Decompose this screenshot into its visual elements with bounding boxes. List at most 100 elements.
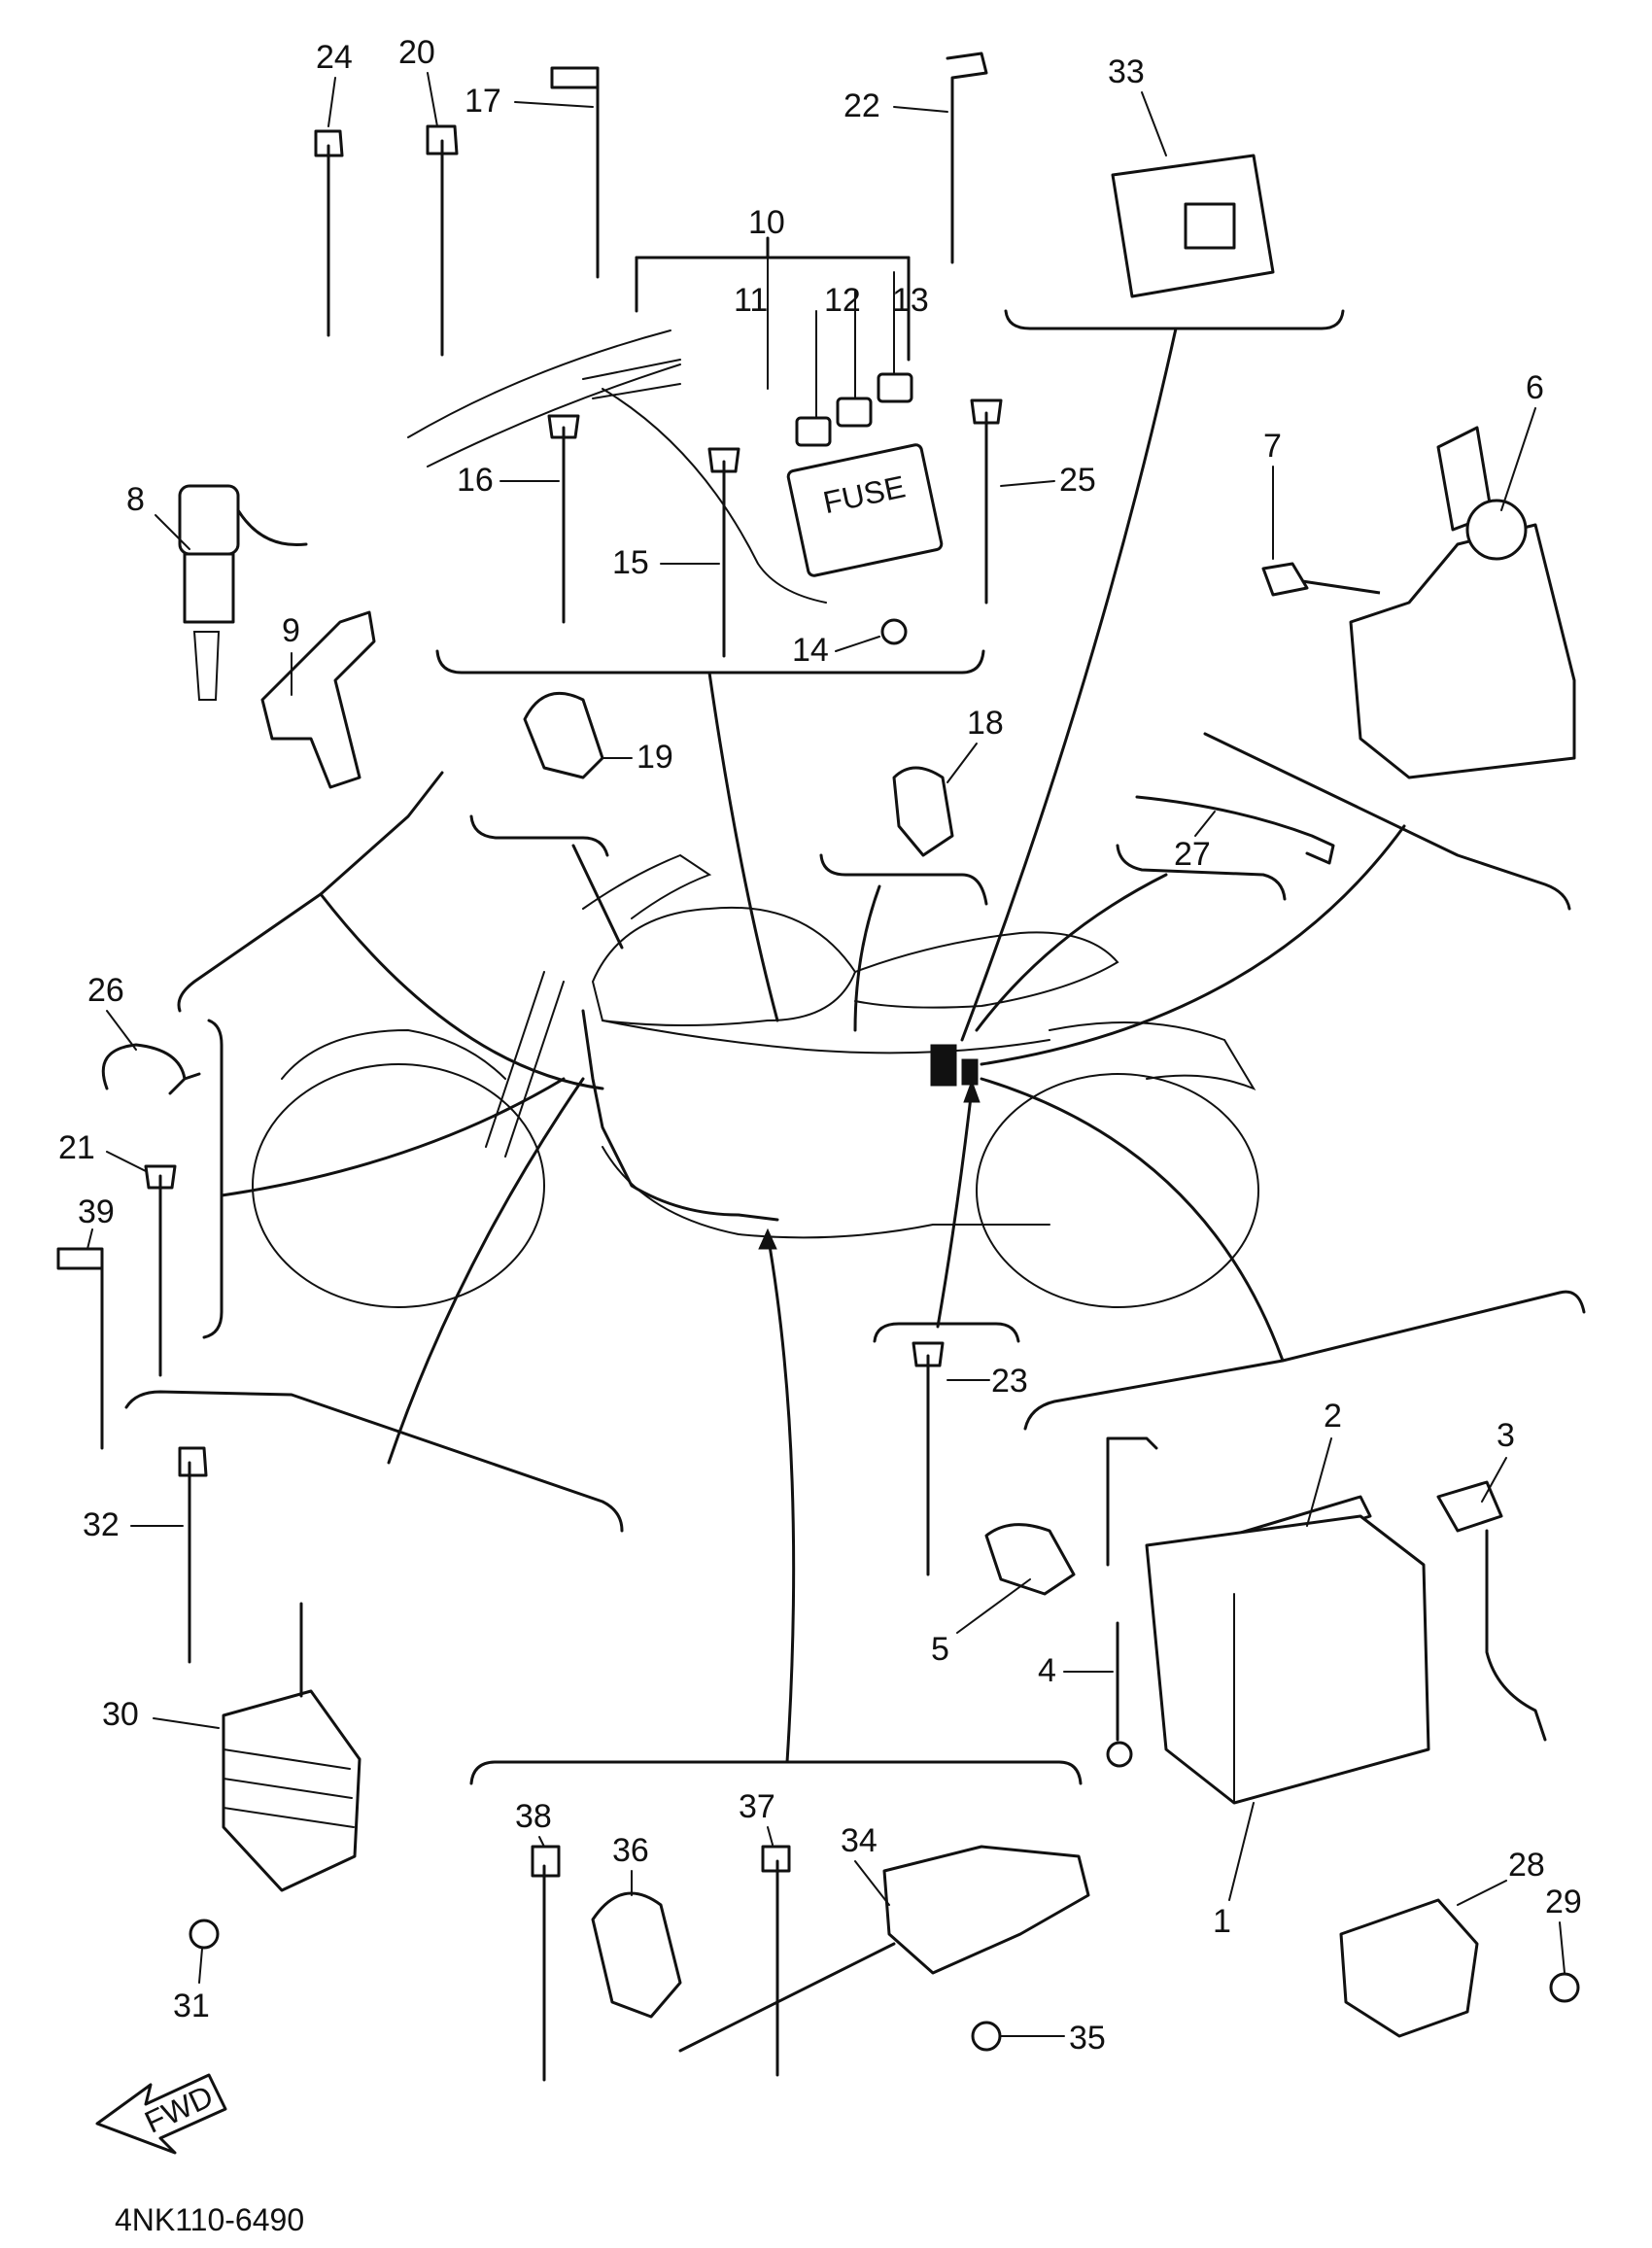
callout-26: 26 — [87, 972, 124, 1009]
cable-tie-24 — [314, 129, 344, 337]
callout-38: 38 — [515, 1798, 552, 1835]
cable-tie-15 — [707, 447, 740, 658]
wire-harness-main — [581, 1009, 779, 1222]
sensor-34 — [882, 1845, 1090, 1975]
callout-30: 30 — [102, 1696, 139, 1733]
callout-23: 23 — [991, 1363, 1028, 1400]
callout-20: 20 — [398, 34, 435, 71]
fwd-arrow: FWD — [95, 2073, 227, 2155]
engine-area — [602, 1146, 1050, 1239]
cable-tie-32 — [178, 1446, 208, 1664]
rear-fender — [1049, 1021, 1256, 1091]
callout-11: 11 — [734, 282, 768, 319]
callout-33: 33 — [1108, 53, 1145, 90]
callout-16: 16 — [457, 462, 494, 499]
starter-relay-28 — [1339, 1898, 1479, 2038]
main-switch-6 — [1349, 523, 1576, 779]
clamp-18 — [892, 766, 954, 857]
callout-10: 10 — [748, 204, 785, 241]
bolt-31 — [189, 1919, 220, 1950]
callout-28: 28 — [1508, 1847, 1545, 1884]
screw-14 — [880, 618, 908, 645]
clamp-36 — [591, 1891, 682, 2019]
cable-tie-25 — [970, 398, 1003, 605]
seat — [854, 931, 1119, 1009]
callout-15: 15 — [612, 544, 649, 581]
callout-17: 17 — [465, 83, 501, 120]
cable-tie-37 — [761, 1845, 791, 2077]
battery-1 — [1145, 1514, 1430, 1805]
callout-2: 2 — [1324, 1398, 1342, 1435]
callout-39: 39 — [78, 1193, 115, 1230]
bolt-35 — [971, 2021, 1002, 2052]
callout-24: 24 — [316, 39, 353, 76]
components — [101, 154, 1580, 2053]
cable-ties — [56, 52, 1003, 2082]
cable-tie-16 — [547, 414, 580, 624]
front-fork — [485, 971, 565, 1158]
bracket-9 — [260, 610, 376, 789]
callout-6: 6 — [1526, 369, 1544, 406]
motorcycle-outline — [252, 853, 1259, 1308]
callout-25: 25 — [1059, 462, 1096, 499]
cable-tie-23 — [912, 1341, 945, 1576]
cable-tie-21 — [144, 1164, 177, 1377]
bolt-7 — [1261, 562, 1381, 597]
front-fender — [281, 1028, 506, 1080]
callout-3: 3 — [1497, 1417, 1515, 1454]
fuse-13 — [877, 372, 913, 403]
callout-labels: 1 2 3 4 5 6 7 8 9 10 11 12 13 14 15 16 1… — [58, 34, 1582, 2057]
clamp-19 — [523, 691, 604, 779]
rectifier-regulator-30 — [222, 1689, 361, 1892]
callout-21: 21 — [58, 1129, 95, 1166]
fuse-box — [786, 443, 944, 577]
callout-29: 29 — [1545, 1884, 1582, 1920]
cable-tie-17 — [550, 66, 600, 279]
callout-34: 34 — [841, 1822, 878, 1859]
relay-mount — [930, 1044, 957, 1087]
cable-tie-27 — [1135, 795, 1335, 865]
battery-lead-4 — [1106, 1621, 1133, 1768]
front-wheel — [252, 1063, 545, 1308]
fuse-12 — [836, 397, 873, 428]
callout-7: 7 — [1263, 428, 1282, 465]
group-brackets — [124, 309, 1586, 1785]
clip-26 — [101, 1043, 201, 1095]
cable-tie-20 — [426, 124, 459, 357]
callout-22: 22 — [843, 87, 880, 124]
callout-12: 12 — [824, 282, 861, 319]
frame-line — [602, 1020, 1050, 1055]
cable-tie-22 — [946, 52, 988, 264]
fwd-arrow-shape — [95, 2073, 227, 2155]
fuel-tank — [591, 906, 857, 1026]
callout-31: 31 — [173, 1988, 210, 2024]
fuse-harness: FUSE — [407, 236, 944, 645]
callout-18: 18 — [967, 705, 1004, 742]
figure-code: 4NK110-6490 — [115, 2202, 304, 2237]
fuse-11 — [795, 416, 832, 447]
relay-mount-2 — [961, 1058, 979, 1086]
cable-tie-39 — [56, 1247, 104, 1450]
neutral-switch-body — [183, 552, 235, 624]
rear-wheel — [976, 1073, 1259, 1308]
callout-14: 14 — [792, 632, 829, 669]
callout-37: 37 — [739, 1788, 775, 1825]
callout-19: 19 — [637, 739, 673, 776]
callout-27: 27 — [1174, 836, 1211, 873]
callout-8: 8 — [126, 481, 145, 518]
callout-1: 1 — [1213, 1903, 1231, 1940]
callout-5: 5 — [931, 1631, 949, 1668]
callout-35: 35 — [1069, 2020, 1106, 2057]
neutral-switch-8 — [178, 484, 240, 556]
callout-9: 9 — [282, 612, 300, 649]
callout-32: 32 — [83, 1506, 120, 1543]
bolt-29 — [1549, 1972, 1580, 2003]
clamp-5 — [984, 1523, 1076, 1596]
main-switch-cylinder — [1465, 499, 1528, 561]
relay-connector-33 — [1184, 202, 1236, 250]
callout-13: 13 — [892, 282, 929, 319]
battery-lead-3 — [1436, 1480, 1503, 1533]
callout-4: 4 — [1038, 1652, 1056, 1689]
handlebar — [582, 853, 712, 919]
